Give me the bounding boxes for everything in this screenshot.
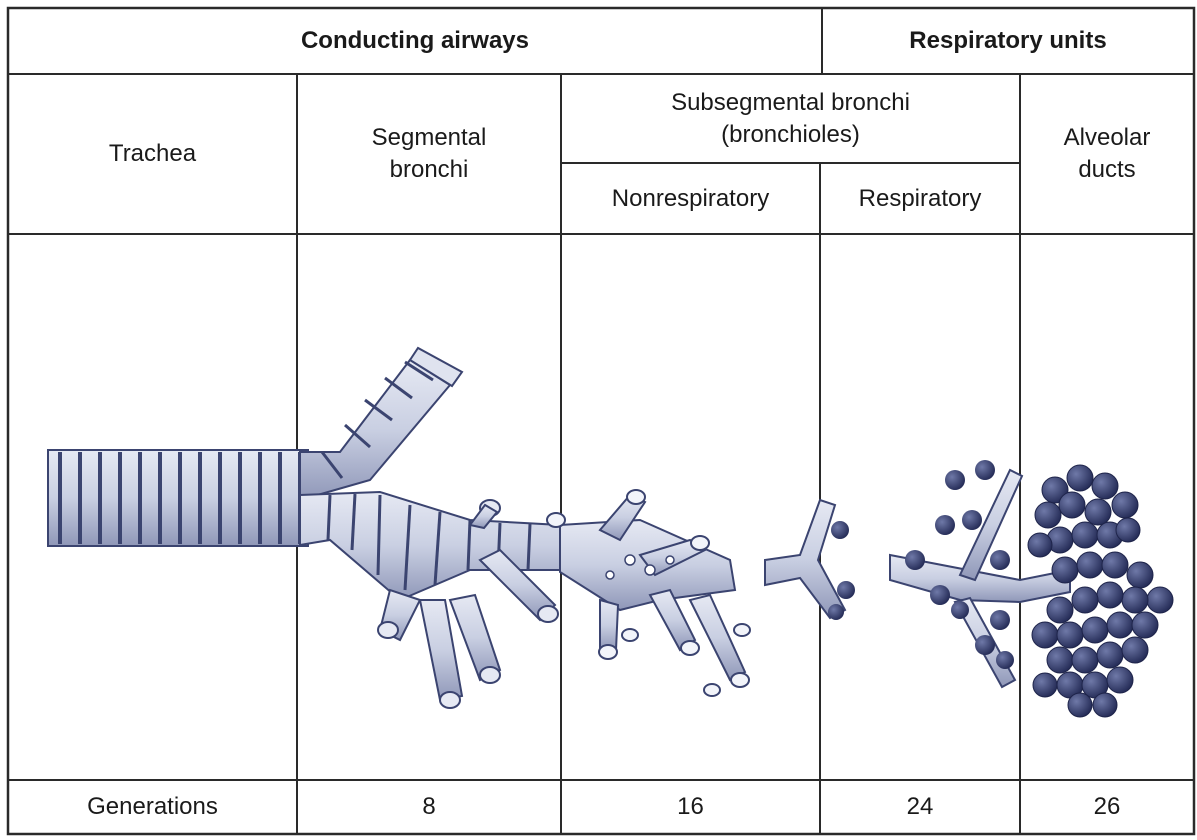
col-segmental-bronchi: Segmental bronchi xyxy=(297,74,561,234)
header-conducting-airways: Conducting airways xyxy=(8,8,822,74)
col-trachea: Trachea xyxy=(8,74,297,234)
generations-label: Generations xyxy=(8,780,297,834)
header-respiratory-units: Respiratory units xyxy=(822,8,1194,74)
generation-value-26: 26 xyxy=(1020,780,1194,834)
respiratory-bronchiole-shape xyxy=(765,500,855,620)
col-nonrespiratory: Nonrespiratory xyxy=(561,163,820,234)
col-subsegmental-bronchi: Subsegmental bronchi (bronchioles) xyxy=(561,74,1020,163)
col-respiratory: Respiratory xyxy=(820,163,1020,234)
generation-value-24: 24 xyxy=(820,780,1020,834)
trachea-shape xyxy=(48,450,308,546)
generation-value-8: 8 xyxy=(297,780,561,834)
generation-value-16: 16 xyxy=(561,780,820,834)
segmental-bronchi-shape xyxy=(300,492,560,708)
alveolar-ducts-shape xyxy=(890,460,1173,717)
nonrespiratory-bronchioles-shape xyxy=(547,490,750,696)
col-alveolar-ducts: Alveolar ducts xyxy=(1020,74,1194,234)
upper-bronchus-shape xyxy=(300,348,462,500)
